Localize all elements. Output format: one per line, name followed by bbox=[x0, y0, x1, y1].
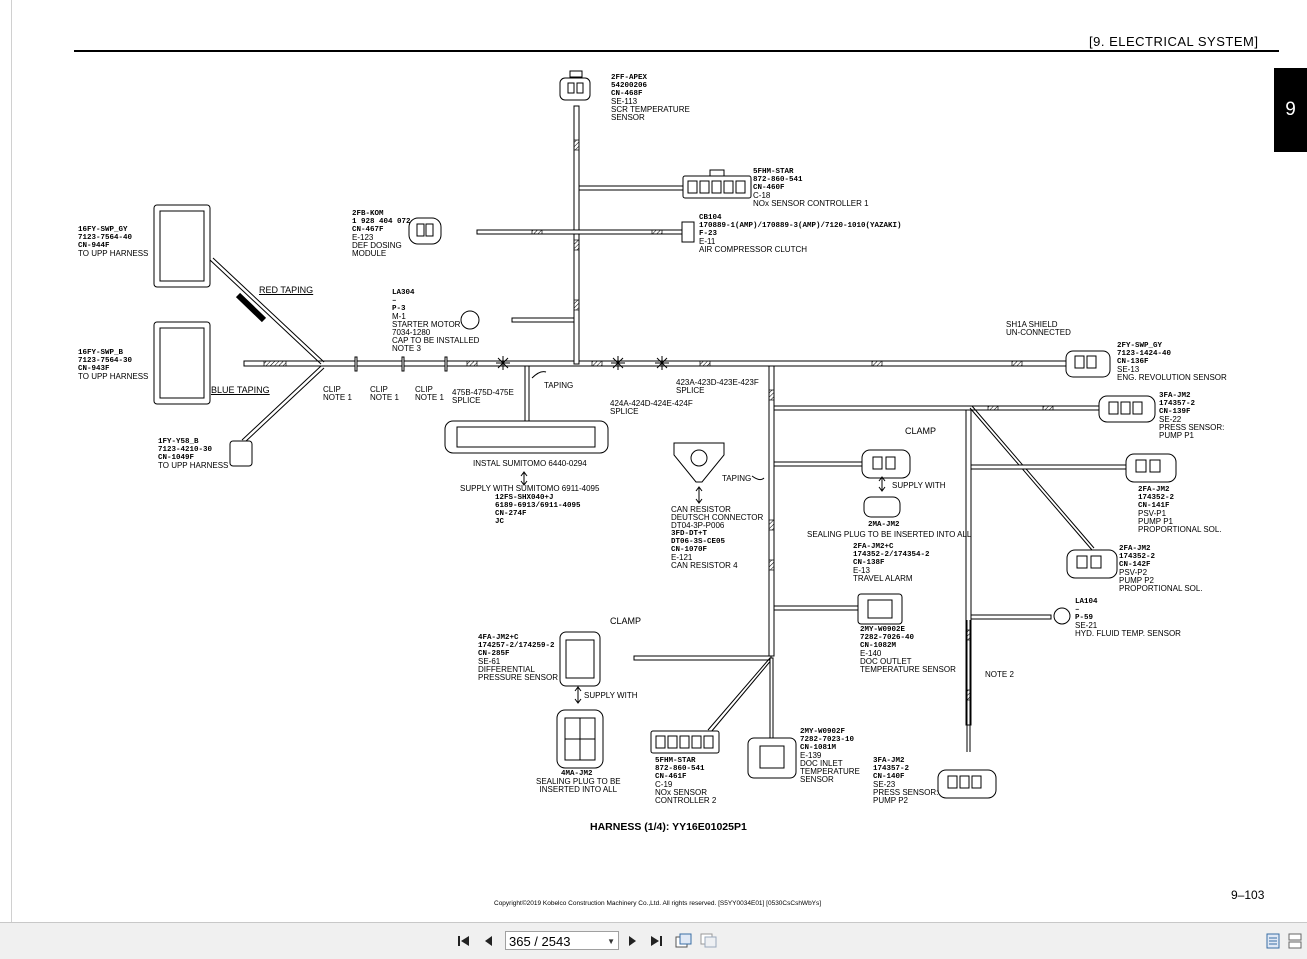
upp1-connector bbox=[153, 204, 211, 288]
splice-stars bbox=[496, 356, 669, 370]
blue-taping-label: BLUE TAPING bbox=[211, 385, 270, 395]
psv-p2-connector bbox=[1066, 549, 1118, 579]
forward-view-icon[interactable] bbox=[700, 932, 718, 950]
red-taping-label: RED TAPING bbox=[259, 285, 314, 295]
can-resistor bbox=[673, 442, 725, 483]
page-selector-value: 365 / 2543 bbox=[509, 934, 571, 949]
prev-page-icon[interactable] bbox=[480, 932, 498, 950]
psv-p1-connector bbox=[1125, 453, 1177, 483]
doc-outlet-connector bbox=[857, 593, 903, 625]
header-rule bbox=[74, 50, 1279, 52]
continuous-view-icon[interactable] bbox=[1286, 932, 1304, 950]
cb104-connector bbox=[681, 221, 695, 243]
scr-branch bbox=[573, 105, 580, 365]
chevron-down-icon: ▼ bbox=[607, 937, 615, 946]
back-view-icon[interactable] bbox=[675, 932, 693, 950]
splice-label-2: 424A-424D-424E-424F SPLICE bbox=[610, 399, 693, 416]
cb104-label: CB104 170889-1(AMP)/170889-3(AMP)/7120-1… bbox=[699, 214, 902, 254]
nox2-connector bbox=[650, 730, 720, 754]
clip-label-3: CLIP NOTE 1 bbox=[415, 385, 444, 402]
taping-label-2: TAPING bbox=[722, 474, 752, 483]
chapter-tab: 9 bbox=[1274, 68, 1307, 152]
single-page-view-icon[interactable] bbox=[1264, 932, 1282, 950]
supply-with-label-2: SUPPLY WITH bbox=[584, 691, 638, 700]
can-resistor-label: CAN RESISTOR DEUTSCH CONNECTOR DT04-3P-P… bbox=[671, 505, 764, 570]
sumitomo-connector bbox=[444, 420, 609, 454]
clip-label-2: CLIP NOTE 1 bbox=[370, 385, 399, 402]
sealing-2ma-text: SEALING PLUG TO BE INSERTED INTO ALL bbox=[807, 530, 972, 539]
next-page-icon[interactable] bbox=[623, 932, 641, 950]
doc-inlet-connector bbox=[747, 737, 797, 779]
upp2-connector bbox=[153, 321, 211, 405]
sumitomo-label: INSTAL SUMITOMO 6440-0294 bbox=[473, 459, 587, 468]
harness-diagram bbox=[153, 70, 1177, 799]
diagram-caption: HARNESS (1/4): YY16E01025P1 bbox=[590, 821, 747, 833]
travel-alarm-connector bbox=[861, 449, 911, 518]
clamp-label-2: CLAMP bbox=[610, 616, 642, 626]
header-title: [9. ELECTRICAL SYSTEM] bbox=[1089, 34, 1259, 49]
sealing-4ma-code: 4MA-JM2 bbox=[561, 770, 593, 778]
sealing-4ma-text: SEALING PLUG TO BE INSERTED INTO ALL bbox=[536, 777, 621, 794]
hyd-terminal bbox=[1053, 607, 1071, 625]
last-page-icon[interactable] bbox=[647, 932, 665, 950]
clip-label-1: CLIP NOTE 1 bbox=[323, 385, 352, 402]
shield-label: SH1A SHIELD UN-CONNECTED bbox=[1006, 320, 1071, 337]
note2-label: NOTE 2 bbox=[985, 670, 1014, 679]
scr-connector bbox=[559, 70, 591, 101]
sealing-2ma-code: 2MA-JM2 bbox=[868, 521, 900, 529]
copyright: Copyright©2019 Kobelco Construction Mach… bbox=[494, 900, 822, 907]
diff-connector bbox=[556, 631, 604, 769]
upp3-connector bbox=[229, 440, 253, 467]
page-selector[interactable]: 365 / 2543 ▼ bbox=[505, 931, 619, 950]
press-p2-connector bbox=[937, 769, 997, 799]
supply-sumitomo-label: SUPPLY WITH SUMITOMO 6911-4095 bbox=[460, 484, 600, 493]
document-page: [9. ELECTRICAL SYSTEM] 9 bbox=[11, 0, 1307, 922]
page-number: 9–103 bbox=[1231, 888, 1265, 902]
eng-rev-connector bbox=[1065, 350, 1111, 378]
sumitomo-code-label: 12FS-SHX040+J 6189-6913/6911-4095 CN-274… bbox=[495, 494, 581, 526]
splice-label-3: 423A-423D-423E-423F SPLICE bbox=[676, 378, 759, 395]
press-p1-connector bbox=[1098, 395, 1156, 423]
def-connector bbox=[408, 217, 442, 245]
clamp-label-1: CLAMP bbox=[905, 426, 937, 436]
viewer-toolbar: 365 / 2543 ▼ bbox=[0, 922, 1307, 959]
supply-with-label-1: SUPPLY WITH bbox=[892, 481, 946, 490]
first-page-icon[interactable] bbox=[455, 932, 473, 950]
right-trunk bbox=[768, 365, 775, 657]
taping-label-1: TAPING bbox=[544, 381, 574, 390]
starter-terminal bbox=[460, 310, 480, 330]
splice-label-1: 475B-475D-475E SPLICE bbox=[452, 388, 514, 405]
nox1-connector bbox=[682, 169, 752, 199]
